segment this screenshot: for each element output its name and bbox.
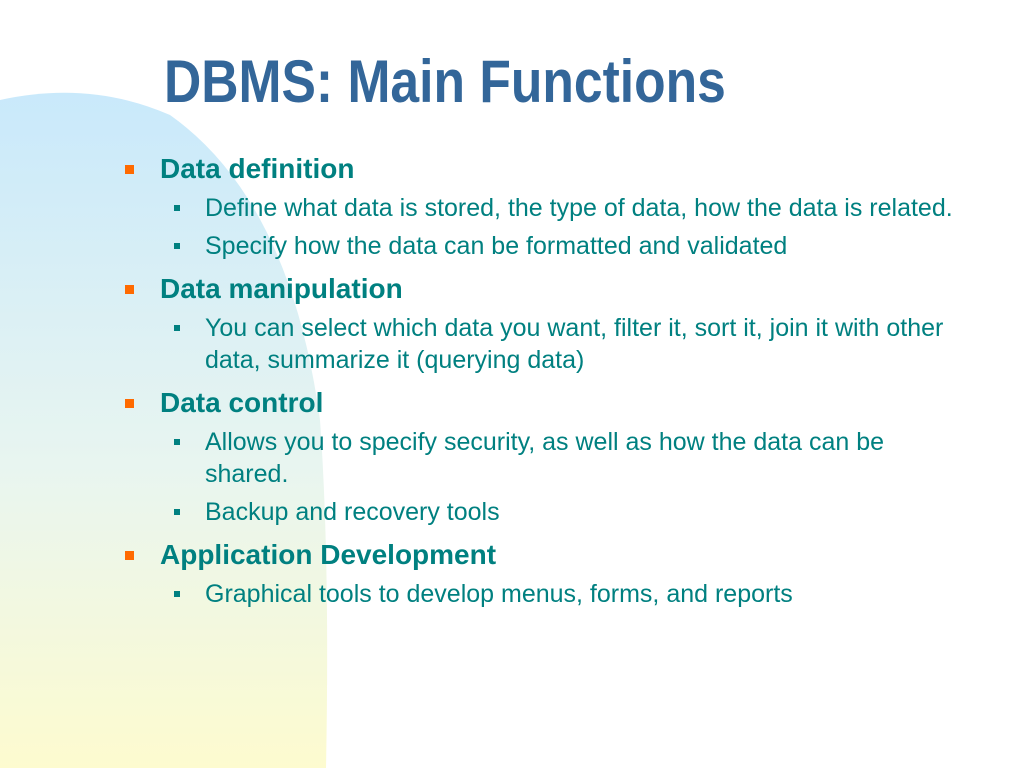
secondary-bullet-text: Define what data is stored, the type of … — [205, 194, 953, 222]
secondary-bullet-item: Graphical tools to develop menus, forms,… — [120, 578, 980, 610]
secondary-bullet-item: Specify how the data can be formatted an… — [120, 230, 980, 262]
bullet-list: Data definition Define what data is stor… — [120, 148, 980, 620]
section-data-control: Data control Allows you to specify secur… — [120, 386, 980, 528]
secondary-bullet-item: You can select which data you want, filt… — [120, 312, 980, 376]
secondary-bullet-text: Specify how the data can be formatted an… — [205, 232, 788, 260]
secondary-bullet-text: Allows you to specify security, as well … — [205, 428, 885, 488]
small-square-bullet-icon — [174, 591, 180, 597]
section-data-manipulation: Data manipulation You can select which d… — [120, 272, 980, 376]
primary-bullet-label: Application Development — [160, 539, 497, 570]
secondary-bullet-text: You can select which data you want, filt… — [205, 314, 944, 374]
square-bullet-icon — [125, 551, 134, 560]
small-square-bullet-icon — [174, 325, 180, 331]
small-square-bullet-icon — [174, 439, 180, 445]
square-bullet-icon — [125, 399, 134, 408]
square-bullet-icon — [125, 285, 134, 294]
square-bullet-icon — [125, 165, 134, 174]
secondary-bullet-item: Backup and recovery tools — [120, 496, 980, 528]
primary-bullet-label: Data control — [160, 387, 324, 418]
secondary-bullet-item: Define what data is stored, the type of … — [120, 192, 980, 224]
primary-bullet-item: Data manipulation — [120, 272, 980, 306]
primary-bullet-item: Application Development — [120, 538, 980, 572]
section-data-definition: Data definition Define what data is stor… — [120, 152, 980, 262]
slide-title: DBMS: Main Functions — [164, 48, 726, 115]
primary-bullet-item: Data control — [120, 386, 980, 420]
small-square-bullet-icon — [174, 243, 180, 249]
primary-bullet-label: Data definition — [160, 153, 355, 184]
secondary-bullet-item: Allows you to specify security, as well … — [120, 426, 980, 490]
secondary-bullet-text: Backup and recovery tools — [205, 498, 500, 526]
primary-bullet-label: Data manipulation — [160, 273, 403, 304]
small-square-bullet-icon — [174, 509, 180, 515]
section-application-development: Application Development Graphical tools … — [120, 538, 980, 610]
secondary-bullet-text: Graphical tools to develop menus, forms,… — [205, 580, 793, 608]
primary-bullet-item: Data definition — [120, 152, 980, 186]
small-square-bullet-icon — [174, 205, 180, 211]
